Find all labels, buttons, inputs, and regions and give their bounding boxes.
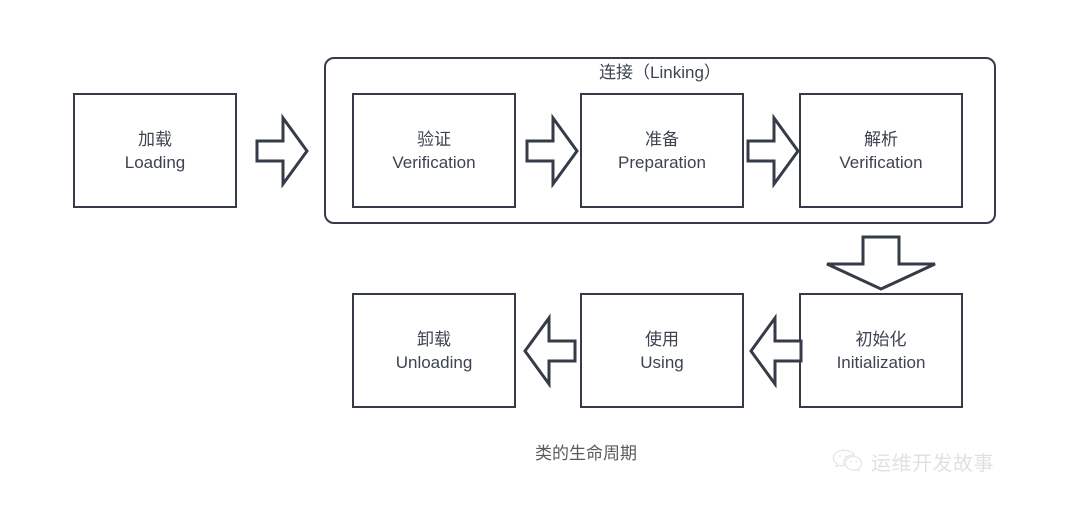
watermark-text: 运维开发故事 (871, 452, 994, 475)
node-using-label-cn: 使用 (645, 329, 679, 349)
node-loading-label-en: Loading (124, 152, 186, 172)
node-unloading-label-en: Unloading (395, 352, 473, 372)
linking-group-container (324, 57, 996, 224)
node-initialization-label-cn: 初始化 (855, 329, 907, 349)
node-resolution-label-en: Verification (839, 152, 923, 172)
node-using-label-en: Using (640, 352, 684, 372)
watermark: 运维开发故事 (832, 448, 994, 479)
arrow-preparation-to-resolution-icon (745, 113, 801, 189)
wechat-icon (832, 448, 863, 479)
linking-group-label: 连接（Linking） (599, 63, 721, 82)
arrow-loading-to-verification-icon (254, 113, 310, 189)
arrow-initialization-to-using-icon (748, 313, 804, 389)
node-unloading-label-cn: 卸载 (417, 329, 451, 349)
node-using[interactable]: 使用 Using (580, 293, 744, 408)
arrow-resolution-to-initialization-icon (823, 234, 939, 292)
diagram-caption: 类的生命周期 (535, 444, 637, 463)
node-loading-label-cn: 加载 (138, 129, 172, 149)
arrow-using-to-unloading-icon (522, 313, 578, 389)
node-initialization[interactable]: 初始化 Initialization (799, 293, 963, 408)
node-initialization-label-en: Initialization (836, 352, 926, 372)
node-verification-label-en: Verification (392, 152, 476, 172)
node-resolution-label-cn: 解析 (864, 129, 898, 149)
node-unloading[interactable]: 卸载 Unloading (352, 293, 516, 408)
node-loading[interactable]: 加载 Loading (73, 93, 237, 208)
node-preparation-label-cn: 准备 (645, 129, 679, 149)
node-verification-label-cn: 验证 (417, 129, 451, 149)
node-preparation-label-en: Preparation (618, 152, 706, 172)
node-verification[interactable]: 验证 Verification (352, 93, 516, 208)
node-resolution[interactable]: 解析 Verification (799, 93, 963, 208)
arrow-verification-to-preparation-icon (524, 113, 580, 189)
node-preparation[interactable]: 准备 Preparation (580, 93, 744, 208)
